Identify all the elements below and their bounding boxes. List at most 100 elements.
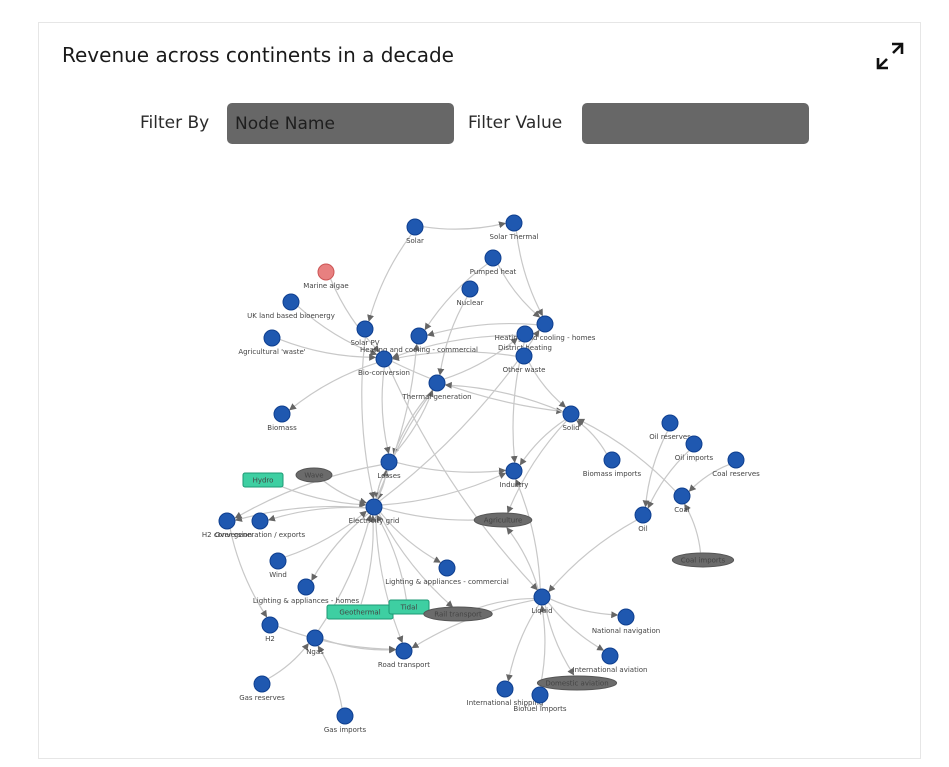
graph-node-label: Wave: [304, 472, 323, 480]
graph-edge: [444, 381, 564, 413]
graph-node-thermal-gen[interactable]: Thermal generation: [401, 374, 472, 401]
graph-node-international-shipping[interactable]: International shipping: [467, 680, 544, 707]
graph-node-label: Nuclear: [457, 299, 484, 307]
graph-node-label: Gas imports: [324, 726, 367, 734]
graph-node-biofuel-imports[interactable]: Biofuel imports: [513, 686, 567, 713]
graph-edge: [320, 478, 368, 505]
graph-edge: [267, 506, 367, 522]
graph-node-ngas[interactable]: Ngas: [306, 629, 324, 656]
graph-node-national-navigation[interactable]: National navigation: [592, 608, 660, 635]
graph-edge: [381, 472, 507, 506]
graph-node-heat-commercial[interactable]: Heating and cooling - commercial: [360, 327, 478, 354]
graph-node-gas-imports[interactable]: Gas imports: [324, 707, 367, 734]
graph-node-geothermal[interactable]: Geothermal: [326, 604, 394, 620]
graph-node-solar[interactable]: Solar: [406, 218, 424, 245]
graph-edge: [311, 512, 370, 582]
graph-node-label: Electricity grid: [349, 517, 400, 525]
graph-node-label: Coal: [674, 506, 689, 514]
graph-edge: [547, 601, 605, 651]
graph-edge: [684, 503, 702, 553]
graph-node-h2-conversion[interactable]: H2 conversion: [202, 512, 252, 539]
graph-edge: [284, 510, 367, 558]
graph-node-label: Losses: [377, 472, 401, 480]
graph-node-label: Heating and cooling - homes: [495, 334, 596, 342]
graph-node-uk-bio[interactable]: UK land based bioenergy: [247, 293, 335, 320]
graph-edge: [267, 643, 309, 680]
graph-node-h2[interactable]: H2: [261, 616, 279, 643]
graph-edge: [411, 599, 535, 649]
filter-by-input[interactable]: [227, 103, 454, 144]
graph-node-solid[interactable]: Solid: [562, 405, 580, 432]
graph-node-solar-thermal[interactable]: Solar Thermal: [490, 214, 539, 241]
graph-node-hydro[interactable]: Hydro: [242, 472, 284, 488]
graph-node-other-waste[interactable]: Other waste: [503, 347, 546, 374]
graph-node-domestic-aviation[interactable]: Domestic aviation: [536, 675, 618, 691]
graph-node-pumped-heat[interactable]: Pumped heat: [470, 249, 517, 276]
filter-value-input[interactable]: [582, 103, 809, 144]
graph-node-label: Bio-conversion: [358, 369, 410, 377]
graph-node-label: Rail transport: [434, 611, 482, 619]
graph-node-bio-conversion[interactable]: Bio-conversion: [358, 350, 410, 377]
graph-edge: [234, 464, 382, 519]
graph-edge: [539, 605, 547, 688]
graph-node-lighting-homes[interactable]: Lighting & appliances - homes: [253, 578, 360, 605]
graph-node-biomass[interactable]: Biomass: [267, 405, 297, 432]
graph-node-liquid[interactable]: Liquid: [531, 588, 553, 615]
graph-edge: [289, 362, 378, 411]
graph-node-label: Ngas: [306, 648, 324, 656]
graph-node-international-aviation[interactable]: International aviation: [573, 647, 648, 674]
graph-node-rail-transport[interactable]: Rail transport: [423, 606, 493, 622]
graph-node-wind[interactable]: Wind: [269, 552, 287, 579]
graph-node-label: H2: [265, 635, 275, 643]
graph-node-solar-pv[interactable]: Solar PV: [350, 320, 380, 347]
graph-edge: [647, 450, 690, 509]
graph-node-biomass-imports[interactable]: Biomass imports: [583, 451, 642, 478]
graph-node-label: Solar: [406, 237, 424, 245]
graph-edge: [392, 351, 517, 362]
graph-node-label: Solid: [562, 424, 579, 432]
graph-node-label: Hydro: [253, 477, 274, 485]
graph-node-coal-reserves[interactable]: Coal reserves: [712, 451, 760, 478]
graph-node-tidal[interactable]: Tidal: [388, 599, 430, 615]
page-title: Revenue across continents in a decade: [62, 43, 454, 67]
graph-edge: [426, 322, 538, 337]
graph-node-losses[interactable]: Losses: [377, 453, 401, 480]
graph-node-oil[interactable]: Oil: [634, 506, 652, 533]
graph-node-agriculture[interactable]: Agriculture: [473, 512, 533, 528]
graph-node-heat-homes[interactable]: Heating and cooling - homes: [495, 315, 596, 342]
graph-node-label: Lighting & appliances - commercial: [385, 578, 509, 586]
graph-node-electricity-grid[interactable]: Electricity grid: [349, 498, 400, 525]
graph-node-label: Oil imports: [675, 454, 714, 462]
graph-node-oil-imports[interactable]: Oil imports: [675, 435, 714, 462]
graph-node-marine-algae[interactable]: Marine algae: [303, 263, 349, 290]
graph-node-lighting-commercial[interactable]: Lighting & appliances - commercial: [385, 559, 509, 586]
graph-node-nuclear[interactable]: Nuclear: [457, 280, 484, 307]
graph-node-road-transport[interactable]: Road transport: [378, 642, 430, 669]
graph-edge: [577, 418, 677, 492]
graph-node-agri-waste[interactable]: Agricultural 'waste': [238, 329, 306, 356]
filter-bar: Filter By Filter Value: [39, 103, 920, 145]
expand-arrows-icon[interactable]: [874, 40, 906, 72]
graph-node-label: Domestic aviation: [545, 680, 608, 688]
filter-by-label: Filter By: [140, 113, 210, 133]
graph-edge: [279, 338, 377, 361]
graph-node-coal[interactable]: Coal: [673, 487, 691, 514]
filter-value-label: Filter Value: [468, 113, 563, 133]
graph-node-label: Heating and cooling - commercial: [360, 346, 478, 354]
graph-edge: [528, 361, 567, 408]
graph-node-wave[interactable]: Wave: [295, 467, 333, 483]
graph-node-gas-reserves[interactable]: Gas reserves: [239, 675, 285, 702]
graph-node-label: Coal reserves: [712, 470, 760, 478]
graph-edge: [317, 645, 343, 709]
graph-edge: [391, 360, 564, 415]
graph-node-label: Over generation / exports: [215, 531, 306, 539]
graph-node-label: Oil: [638, 525, 647, 533]
graph-node-label: Road transport: [378, 661, 430, 669]
graph-node-label: Liquid: [531, 607, 552, 615]
graph-node-oil-reserves[interactable]: Oil reserves: [649, 414, 691, 441]
graph-node-coal-imports[interactable]: Coal imports: [671, 552, 735, 568]
graph-node-industry[interactable]: Industry: [500, 462, 529, 489]
graph-node-over-gen[interactable]: Over generation / exports: [215, 512, 306, 539]
graph-edge: [519, 419, 566, 466]
